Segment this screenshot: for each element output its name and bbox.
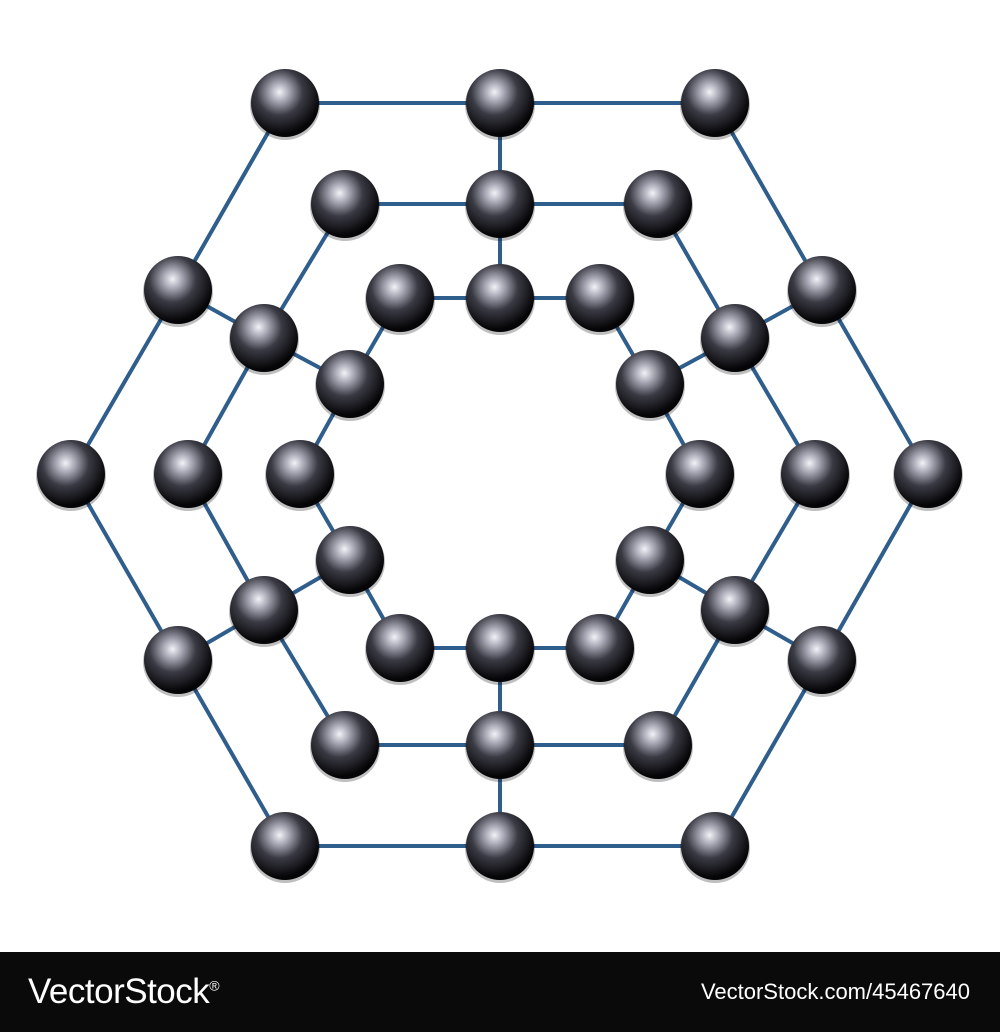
atom-sphere <box>230 576 298 644</box>
bond-line <box>176 102 287 291</box>
atom <box>250 812 320 883</box>
atom <box>787 256 857 327</box>
atom <box>700 304 770 375</box>
atom-sphere <box>154 440 222 508</box>
atom-sphere <box>251 812 319 880</box>
atom-sphere <box>466 711 534 779</box>
atom-sphere <box>788 626 856 694</box>
bond-line <box>713 102 824 291</box>
bond-line <box>820 289 930 475</box>
atom <box>36 440 106 511</box>
atom <box>665 440 735 511</box>
brand-registered-mark: ® <box>209 977 220 994</box>
atom <box>229 304 299 375</box>
bond-line <box>820 473 930 661</box>
atom <box>787 626 857 697</box>
atom <box>365 614 435 685</box>
atom-sphere <box>624 170 692 238</box>
atom-sphere <box>788 256 856 324</box>
atom <box>680 812 750 883</box>
atom-sphere <box>466 264 534 332</box>
atom-sphere <box>566 614 634 682</box>
atom-sphere <box>624 711 692 779</box>
atom-sphere <box>681 812 749 880</box>
atom <box>700 576 770 647</box>
bond-line <box>713 659 824 847</box>
atom-sphere <box>251 69 319 137</box>
atom-sphere <box>316 350 384 418</box>
atom-sphere <box>616 350 684 418</box>
bond-line <box>69 473 180 661</box>
atom-sphere <box>366 614 434 682</box>
bond-line <box>176 659 287 847</box>
atom-sphere <box>144 626 212 694</box>
atom <box>465 264 535 335</box>
atom <box>623 170 693 241</box>
atom-sphere <box>616 526 684 594</box>
atom-sphere <box>37 440 105 508</box>
atom-sphere <box>316 526 384 594</box>
atom <box>143 256 213 327</box>
atom-sphere <box>466 170 534 238</box>
atom-sphere <box>266 440 334 508</box>
atom <box>780 440 850 511</box>
atom <box>315 526 385 597</box>
watermark-footer: VectorStock® VectorStock.com/45467640 <box>0 952 1000 1032</box>
bond-line <box>69 288 180 476</box>
atom <box>229 576 299 647</box>
atom-sphere <box>701 576 769 644</box>
atom <box>465 614 535 685</box>
atom-sphere <box>701 304 769 372</box>
vectorstock-logo: VectorStock® <box>28 972 220 1012</box>
atom-sphere <box>781 440 849 508</box>
brand-text: VectorStock <box>28 972 210 1011</box>
atom-sphere <box>566 264 634 332</box>
atom-sphere <box>144 256 212 324</box>
atom-sphere <box>311 170 379 238</box>
atoms <box>36 69 963 883</box>
atom-sphere <box>311 711 379 779</box>
atom <box>623 711 693 782</box>
atom <box>465 812 535 883</box>
atom <box>153 440 223 511</box>
atom-sphere <box>894 440 962 508</box>
atom <box>143 626 213 697</box>
atom <box>365 264 435 335</box>
atom <box>465 69 535 140</box>
atom-sphere <box>666 440 734 508</box>
atom <box>465 711 535 782</box>
image-id-text: VectorStock.com/45467640 <box>700 979 970 1004</box>
atom-sphere <box>466 614 534 682</box>
atom-sphere <box>366 264 434 332</box>
atom <box>315 350 385 421</box>
atom <box>465 170 535 241</box>
atom <box>310 170 380 241</box>
atom <box>565 614 635 685</box>
atom-sphere <box>230 304 298 372</box>
atom <box>265 440 335 511</box>
atom <box>680 69 750 140</box>
atom <box>615 526 685 597</box>
atom <box>615 350 685 421</box>
atom <box>310 711 380 782</box>
atom-sphere <box>466 812 534 880</box>
atom <box>893 440 963 511</box>
ring-structure-diagram <box>36 69 963 883</box>
atom <box>250 69 320 140</box>
atom-sphere <box>466 69 534 137</box>
atom <box>565 264 635 335</box>
atom-sphere <box>681 69 749 137</box>
